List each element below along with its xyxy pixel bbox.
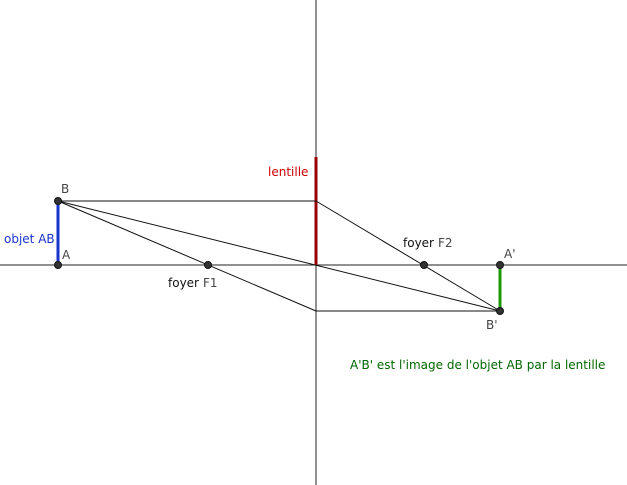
object-label: objet AB bbox=[4, 232, 55, 246]
caption: A'B' est l'image de l'objet AB par la le… bbox=[350, 358, 605, 372]
point-B-prime-label: B' bbox=[486, 318, 498, 332]
ray-through-center bbox=[57, 200, 501, 312]
point-A-label: A bbox=[62, 248, 71, 262]
foyer2-word: foyer bbox=[403, 236, 434, 250]
ray-through-focus bbox=[57, 200, 317, 312]
point-B-prime bbox=[496, 307, 504, 315]
point-A-prime-label: A' bbox=[504, 247, 516, 261]
point-B bbox=[54, 197, 62, 205]
point-A-prime bbox=[496, 261, 504, 269]
foyer1-word: foyer bbox=[168, 276, 199, 290]
foyer2-name: F2 bbox=[438, 236, 453, 250]
foyer1-name: F1 bbox=[203, 276, 218, 290]
ray-parallel-refracted bbox=[315, 200, 501, 312]
point-A bbox=[54, 261, 62, 269]
point-F1 bbox=[204, 261, 212, 269]
point-B-label: B bbox=[61, 182, 69, 196]
point-F2 bbox=[420, 261, 428, 269]
lens-label: lentille bbox=[268, 165, 308, 179]
